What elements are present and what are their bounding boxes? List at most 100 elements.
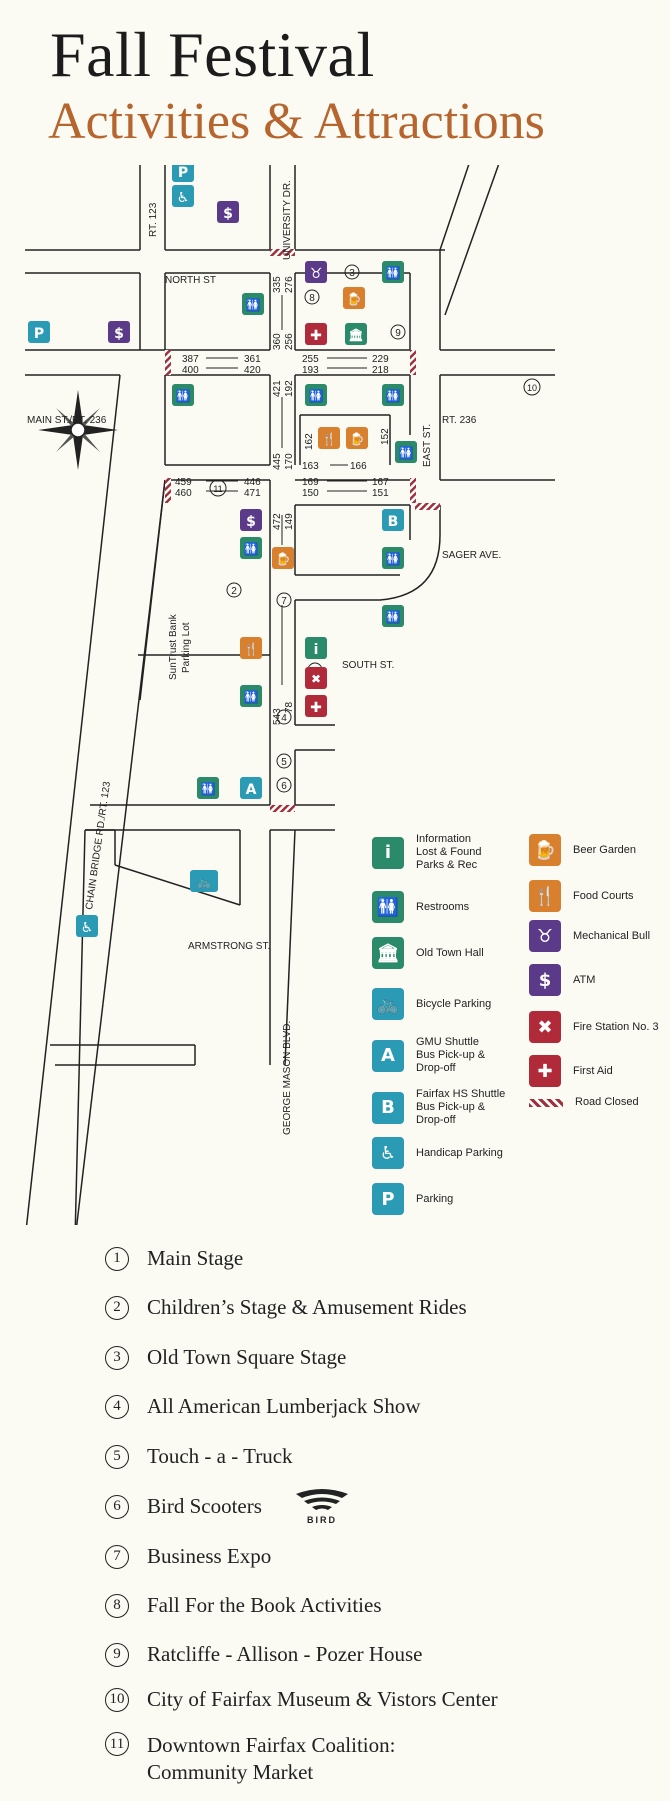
legend-icon: ♉ bbox=[529, 920, 561, 952]
atm-icon: $ bbox=[240, 509, 262, 531]
map-marker-10: 10 bbox=[523, 378, 541, 396]
legend-label: Fire Station No. 3 bbox=[573, 1020, 659, 1033]
stage-number: 7 bbox=[105, 1544, 129, 1569]
restroom-icon: 🚻 bbox=[240, 685, 262, 707]
svg-text:✚: ✚ bbox=[310, 700, 322, 716]
legend-icon: 🚻 bbox=[372, 891, 404, 923]
legend-icon: $ bbox=[529, 964, 561, 996]
restroom-icon: 🚻 bbox=[382, 605, 404, 627]
stage-label: All American Lumberjack Show bbox=[147, 1394, 421, 1418]
street-sager-ave: SAGER AVE. bbox=[442, 550, 501, 561]
map-marker-3: 3 bbox=[344, 264, 360, 280]
stage-item: 2 Children’s Stage & Amusement Rides bbox=[105, 1294, 467, 1321]
booth-number: 150 bbox=[302, 488, 319, 499]
booth-number: 78 bbox=[284, 701, 295, 713]
fairfax-hs-shuttle-icon: B bbox=[382, 509, 404, 531]
legend-item: Road Closed bbox=[529, 1096, 639, 1109]
legend-icon: ✖ bbox=[529, 1011, 561, 1043]
restroom-icon: 🚻 bbox=[172, 384, 194, 406]
stage-number: 5 bbox=[105, 1444, 129, 1469]
svg-text:11: 11 bbox=[213, 484, 222, 494]
legend-item: ♉ Mechanical Bull bbox=[529, 920, 650, 952]
legend-item: ✚First Aid bbox=[529, 1055, 613, 1087]
stage-label: Children’s Stage & Amusement Rides bbox=[147, 1295, 467, 1319]
booth-number: 149 bbox=[284, 513, 295, 530]
svg-text:A: A bbox=[246, 782, 257, 798]
legend-label: Bicycle Parking bbox=[416, 997, 492, 1010]
svg-text:🍴: 🍴 bbox=[244, 642, 259, 656]
legend-icon bbox=[529, 1098, 563, 1107]
legend-icon: 🍺 bbox=[529, 834, 561, 866]
legend-icon: A bbox=[372, 1039, 404, 1072]
svg-text:🚻: 🚻 bbox=[386, 389, 401, 403]
booth-number: 387 bbox=[182, 354, 199, 365]
legend-icon: ✚ bbox=[529, 1055, 561, 1087]
mechanical-bull-icon: ♉ bbox=[305, 261, 327, 283]
svg-text:🚻: 🚻 bbox=[386, 610, 401, 624]
legend-icon: i bbox=[372, 836, 404, 869]
page-subtitle: Activities & Attractions bbox=[48, 93, 545, 150]
svg-text:🚻: 🚻 bbox=[309, 389, 324, 403]
svg-text:8: 8 bbox=[309, 293, 315, 304]
booth-number: 192 bbox=[284, 380, 295, 397]
map-marker-2: 2 bbox=[226, 582, 242, 598]
map-marker-6: 6 bbox=[276, 777, 292, 793]
legend-label: ATM bbox=[573, 973, 596, 986]
legend-icon: ♿ bbox=[372, 1137, 404, 1169]
legend-item: 🍴Food Courts bbox=[529, 880, 634, 912]
restroom-icon: 🚻 bbox=[240, 537, 262, 559]
booth-number: 152 bbox=[380, 428, 391, 445]
svg-text:🚻: 🚻 bbox=[246, 298, 261, 312]
parking-icon: P bbox=[28, 321, 50, 343]
atm-icon: $ bbox=[108, 321, 130, 343]
bird-logo-mark: BIRD bbox=[296, 1489, 348, 1525]
suntrust-label-2: Parking Lot bbox=[181, 622, 192, 673]
stage-number: 3 bbox=[105, 1345, 129, 1370]
booth-number: 169 bbox=[302, 477, 319, 488]
legend-item: 🚲Bicycle Parking bbox=[372, 988, 491, 1020]
restroom-icon: 🚻 bbox=[242, 293, 264, 315]
svg-text:🚻: 🚻 bbox=[399, 446, 414, 460]
legend-label: Handicap Parking bbox=[416, 1146, 503, 1159]
booth-number: 446 bbox=[244, 477, 261, 488]
handicap-parking-icon: ♿ bbox=[172, 185, 194, 207]
booth-number: 167 bbox=[372, 477, 389, 488]
svg-text:🚻: 🚻 bbox=[244, 542, 259, 556]
svg-text:6: 6 bbox=[281, 781, 287, 792]
handicap-parking-icon: ♿ bbox=[76, 915, 98, 937]
svg-text:🏛: 🏛 bbox=[348, 328, 363, 342]
svg-text:🚻: 🚻 bbox=[176, 389, 191, 403]
booth-number: 256 bbox=[284, 333, 295, 350]
booth-number: 360 bbox=[272, 333, 283, 350]
svg-text:🍺: 🍺 bbox=[347, 291, 362, 306]
booth-number: 420 bbox=[244, 365, 261, 376]
suntrust-label-1: SunTrust Bank bbox=[168, 613, 179, 680]
stage-label: Fall For the Book Activities bbox=[147, 1593, 382, 1617]
legend-label: Mechanical Bull bbox=[573, 929, 651, 942]
stage-label: Ratcliffe - Allison - Pozer House bbox=[147, 1642, 423, 1666]
legend-item: ♿ Handicap Parking bbox=[372, 1137, 503, 1169]
booth-number: 276 bbox=[284, 276, 295, 293]
booth-number: 361 bbox=[244, 354, 261, 365]
svg-text:$: $ bbox=[246, 514, 256, 530]
legend-label: Information Lost & Found Parks & Rec bbox=[416, 833, 482, 871]
svg-text:2: 2 bbox=[231, 586, 237, 597]
booth-number: 218 bbox=[372, 365, 389, 376]
food-court-icon: 🍴 bbox=[318, 427, 340, 449]
legend-label: Old Town Hall bbox=[416, 946, 484, 959]
svg-text:P: P bbox=[34, 326, 44, 342]
street-george-mason: GEORGE MASON BLVD. bbox=[282, 1021, 293, 1135]
legend-label: Restrooms bbox=[416, 900, 470, 913]
map-marker-8: 8 bbox=[304, 289, 320, 305]
booth-number: 193 bbox=[302, 365, 319, 376]
street-lines bbox=[25, 165, 555, 1225]
street-east-st: EAST ST. bbox=[422, 424, 433, 467]
stage-number: 2 bbox=[105, 1295, 129, 1320]
booth-number: 229 bbox=[372, 354, 389, 365]
restroom-icon: 🚻 bbox=[197, 777, 219, 799]
